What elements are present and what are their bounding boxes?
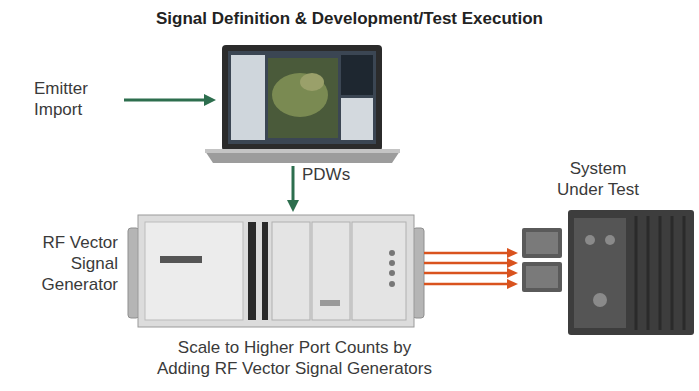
- rf-signal-connector: [424, 248, 518, 289]
- rf-port: [389, 250, 395, 256]
- chassis-handle: [128, 228, 139, 318]
- sut-small-face: [526, 232, 558, 254]
- chassis-body: [138, 215, 414, 327]
- equipment-label: RF Vector Signal Generator: [10, 232, 118, 295]
- arrow-head: [507, 268, 518, 278]
- sut-connector: [605, 235, 615, 245]
- sut-front-panel: [574, 218, 626, 328]
- sut-main-box: [568, 210, 694, 335]
- sut-fin: [635, 216, 638, 330]
- laptop-illustration: [205, 45, 400, 163]
- module-latch: [320, 300, 340, 306]
- sut-connector: [593, 293, 607, 307]
- sut-small-box: [522, 262, 562, 292]
- rf-port: [389, 270, 395, 276]
- sut-connector: [585, 235, 595, 245]
- signal-label: PDWs: [302, 164, 362, 185]
- chassis-divider: [262, 222, 268, 320]
- equipment-node: System Under Test: [518, 158, 696, 338]
- chassis-module: [145, 222, 243, 320]
- screen-panel: [341, 98, 373, 140]
- sut-small-box: [522, 228, 562, 258]
- screen-map-land: [272, 73, 328, 117]
- flow-arrows: [124, 94, 299, 212]
- laptop-hinge: [205, 149, 400, 153]
- pdw-arrow-line: [292, 166, 295, 202]
- arrow-head: [507, 258, 518, 268]
- arrow-head: [507, 279, 518, 289]
- chassis-module: [272, 222, 310, 320]
- laptop-screen: [228, 51, 376, 144]
- scaling-note: Scale to Higher Port Counts by Adding RF…: [152, 337, 437, 379]
- rf-port: [389, 260, 395, 266]
- screen-map: [268, 58, 338, 138]
- input-label: Emitter Import: [34, 78, 120, 120]
- screen-panel: [341, 55, 373, 95]
- sut-small-face: [526, 266, 558, 288]
- chassis-logo: [160, 256, 202, 263]
- connector-line: [424, 272, 508, 275]
- signal-generator-chassis: [128, 215, 424, 327]
- screen-map-land: [300, 73, 324, 91]
- connector-line: [424, 262, 508, 265]
- diagram-title: Signal Definition & Development/Test Exe…: [0, 8, 699, 29]
- rf-port: [389, 281, 395, 287]
- equipment-node: RF Vector Signal Generator: [10, 212, 424, 334]
- equipment-label: System Under Test: [548, 158, 648, 200]
- import-arrow-head: [204, 94, 216, 106]
- chassis-module: [352, 222, 406, 320]
- chassis-module: [312, 222, 350, 320]
- connector-line: [424, 283, 508, 286]
- import-arrow-line: [124, 99, 206, 102]
- system-under-test-illustration: [522, 210, 694, 335]
- sut-fin: [659, 216, 662, 330]
- arrow-head: [507, 248, 518, 258]
- sut-fin: [683, 216, 686, 330]
- pdw-arrow-head: [287, 200, 299, 212]
- screen-panel: [231, 55, 265, 140]
- sut-fin: [671, 216, 674, 330]
- chassis-divider: [248, 222, 256, 320]
- connector-line: [424, 252, 508, 255]
- laptop-lid: [222, 45, 382, 151]
- sut-fin: [647, 216, 650, 330]
- chassis-handle: [413, 228, 424, 318]
